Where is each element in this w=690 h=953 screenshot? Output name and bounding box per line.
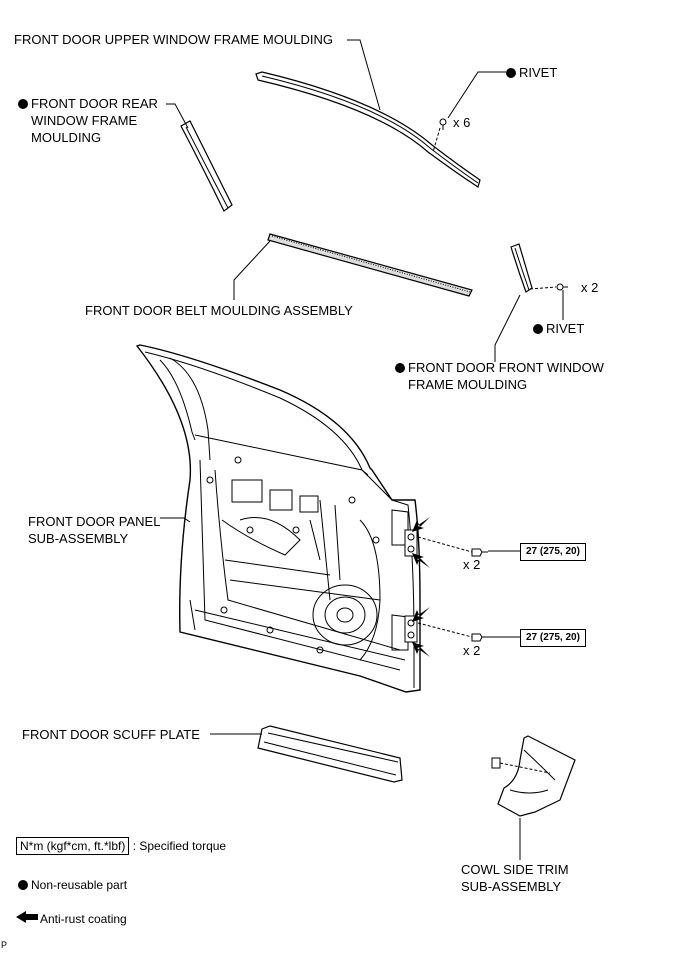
leader-rear-moulding	[166, 103, 189, 129]
label-belt-moulding: FRONT DOOR BELT MOULDING ASSEMBLY	[85, 303, 353, 318]
cowl-clip-icon	[491, 757, 501, 769]
rivet-top-dash	[432, 127, 441, 153]
label-cowl-trim-line2: SUB-ASSEMBLY	[461, 879, 562, 894]
label-front-moulding: FRONT DOOR FRONT WINDOW	[395, 360, 604, 376]
rear-window-frame-moulding	[180, 120, 233, 212]
bolt-lower-icon	[471, 633, 488, 642]
non-reusable-dot-icon	[18, 99, 28, 109]
rivet-top-icon	[439, 118, 447, 130]
label-bolt-upper-qty: x 2	[463, 557, 481, 572]
rivet-mid-icon	[556, 283, 568, 291]
cowl-side-trim	[497, 735, 576, 817]
leader-rivet-top	[447, 71, 506, 119]
anti-rust-arrow	[412, 514, 433, 660]
non-reusable-dot-icon	[533, 324, 543, 334]
non-reusable-dot-icon	[395, 363, 405, 373]
front-window-frame-moulding	[510, 243, 533, 293]
legend-non-reusable: Non-reusable part	[18, 877, 127, 893]
label-cowl-trim: COWL SIDE TRIM	[461, 862, 569, 877]
label-rivet-mid-qty: x 2	[581, 280, 599, 295]
leader-door-panel	[160, 517, 191, 523]
leader-upper-moulding	[347, 39, 381, 111]
label-scuff-plate: FRONT DOOR SCUFF PLATE	[22, 727, 200, 742]
label-rear-moulding-line2: WINDOW FRAME	[31, 113, 138, 128]
upper-hinge	[404, 529, 418, 557]
leader-front-moulding	[494, 294, 521, 362]
torque-badge-lower: 27 (275, 20)	[520, 629, 586, 647]
label-rivet-mid: RIVET	[533, 321, 584, 337]
label-rear-moulding-line3: MOULDING	[31, 130, 102, 145]
label-door-panel-line2: SUB-ASSEMBLY	[28, 531, 129, 546]
non-reusable-dot-icon	[18, 880, 28, 890]
label-rivet-top-qty: x 6	[453, 115, 471, 130]
non-reusable-dot-icon	[506, 68, 516, 78]
anti-rust-legend-arrow	[16, 911, 38, 923]
legend-torque: N*m (kgf*cm, ft.*lbf) : Specified torque	[16, 837, 226, 855]
upper-window-frame-moulding	[255, 71, 481, 188]
label-bolt-lower-qty: x 2	[463, 643, 481, 658]
label-front-moulding-line2: FRAME MOULDING	[408, 377, 528, 392]
belt-moulding	[267, 233, 473, 297]
legend-torque-box: N*m (kgf*cm, ft.*lbf)	[16, 837, 130, 855]
label-door-panel: FRONT DOOR PANEL	[28, 514, 161, 529]
lower-hinge	[404, 615, 418, 643]
label-rear-moulding: FRONT DOOR REAR	[18, 96, 158, 112]
legend-anti-rust: Anti-rust coating	[40, 912, 127, 926]
scuff-plate	[257, 725, 403, 783]
leader-belt-moulding	[233, 240, 271, 300]
door-panel	[135, 344, 421, 693]
torque-badge-upper: 27 (275, 20)	[520, 543, 586, 561]
bolt-upper-icon	[471, 548, 488, 557]
page-mark: P	[1, 940, 8, 950]
label-upper-moulding: FRONT DOOR UPPER WINDOW FRAME MOULDING	[14, 32, 333, 47]
label-rivet-top: RIVET	[506, 65, 557, 81]
